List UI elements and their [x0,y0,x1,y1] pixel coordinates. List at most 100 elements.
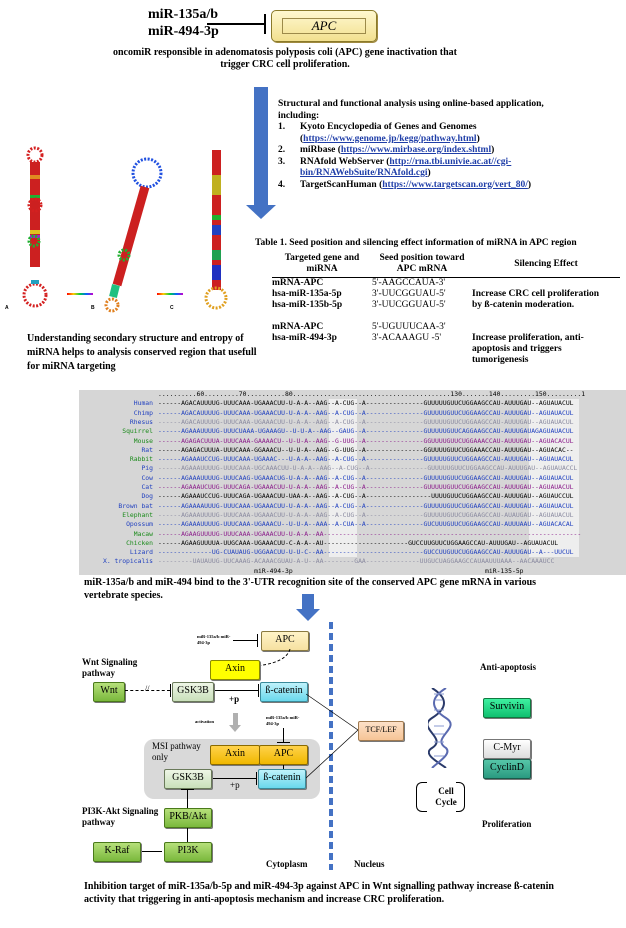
tool-item: 3.RNAfold WebServer (http://rna.tbi.univ… [278,156,512,179]
alignment-row: Human------AGACAUUUUG-UUUCAAA-UGAAACUU-U… [79,399,574,408]
gsk3b-box: GSK3B [172,682,214,702]
tcf-lef-box: TCF/LEF [358,721,404,741]
inhibit-bar-apc2 [277,742,290,743]
seed-highlight-135 [529,399,579,557]
sequence: ------AGAGACUUUA-UUUCAAA-GAAAACU--U-U-A-… [158,436,574,445]
cytoplasm-label: Cytoplasm [266,859,308,869]
cell-gene: mRNA-APC [272,322,324,332]
wnt-label: Wnt [100,685,118,696]
panel-label-b: B [91,305,95,311]
beta-catenin-label: ß-catenin [263,772,301,783]
alignment-row: Rat------AGAGACUUUA-UUUCAAA-GGAAACU--U-U… [79,446,573,455]
gsk3b-label: GSK3B [172,772,204,783]
wnt-gsk3b-dashed-line [125,690,170,691]
tool-num: 3. [278,156,286,167]
survivin-label: Survivin [489,701,525,712]
species-name: Cow [141,473,153,482]
axin-label: Axin [225,663,245,674]
inhibit-bar-catenin [258,684,259,697]
species-name: Pig [141,464,153,473]
pkb-akt-box: PKB/Akt [164,808,212,828]
cell-seed: 3'-ACAAAGU -5' [372,333,442,343]
inhibition-bar [264,14,266,34]
inhibit-bar-apc [257,634,258,647]
analysis-tools: Structural and functional analysis using… [278,99,578,191]
kraf-to-pi3k-line [142,851,162,852]
seed-table: Targeted gene and miRNA Seed position to… [272,253,620,366]
tool-num: 4. [278,179,286,190]
alignment-row: Rabbit ------AGAAAUCCUG-UUUCAAA-UGAAAC---… [79,455,574,464]
alignment-row: Elephant------AGAAAUUUUG-UUUCAAA-UGAAACU… [79,511,573,520]
down-arrow-head [246,205,276,219]
alignment-row: Pig------AGAAAUUUUG-UUUCAAA-UGCAAACUU-U-… [79,464,577,473]
table-header-row: Targeted gene and miRNA Seed position to… [272,253,620,278]
mirna-label-mid: miR-135a/b miR-494-3p [266,715,300,726]
species-name: Lizard [129,548,153,557]
beta-catenin-box-msi: ß-catenin [258,769,306,789]
species-name: Rabbit [129,455,153,464]
sequence: ------AGAAAUCCUG-UUUCAAA-UGAAAC---U-A-A-… [158,455,574,464]
tool-name: TargetScanHuman [300,179,377,190]
species-name: Dog [141,492,153,501]
axin-box: Axin [210,660,260,680]
pi3k-title: PI3K-Akt Signaling pathway [82,806,159,827]
alignment-row: Lizard --------------UG-CUAUAUG-UGGAACUU-… [79,548,574,557]
pi3k-label: PI3K [177,845,199,856]
sequence: --------------UG-CUAUAUG-UGGAACUU-U-U-C-… [158,548,574,557]
activation-label: activation [195,719,214,724]
nucleus-label: Nucleus [354,859,385,869]
sequence: ------AGAAAUCUUG-UUUCAGA-UGAAACUU-U-A-A-… [158,483,574,491]
cytoplasm-nucleus-divider [329,622,333,870]
plus-p-label-msi: +p [230,780,240,790]
sequence: ------AGAAAUUUUG-UUUCUAAA-UGAAAGU--U-U-A… [158,427,574,436]
inhibition-line [207,23,265,25]
tool-list: 1.Kyoto Encyclopedia of Genes and Genome… [278,122,578,191]
sequence: ------AGAAAUUUUG-UUUCAAA-UGAAACU--U-U-A-… [158,520,574,529]
rna-structure-b [104,157,163,313]
anti-apoptosis-label: Anti-apoptosis [480,662,537,672]
break-mark: // [145,684,150,693]
seed-highlight-494 [329,399,357,557]
alignment-row: miR-494-3p miR-135-5p [79,566,524,575]
cell-effect [472,278,620,290]
tool-link[interactable]: https://www.targetscan.org/vert_80/ [382,179,528,190]
species-name: Chimp [133,408,153,417]
cell-seed: 3'-UUCGGUAU-5' [372,300,446,310]
inhibit-line-apc2 [283,728,284,742]
sequence: ---------UAUAUUG-UUCAAAG-ACAAACGUAU-A-U-… [158,557,555,566]
activation-arrow-icon [233,713,238,725]
apc-catenin-link [283,765,284,770]
sequence: ------AGACAUUUUG-UUUCAAA-UGAAACUU-U-A-A-… [158,399,574,408]
apc-box-msi: APC [259,745,308,765]
catenin-to-tcf-lines [306,693,359,779]
mirna-494: miR-494-3p [148,24,219,39]
analysis-intro: Structural and functional analysis using… [278,99,544,121]
pi3k-to-pkb-line [187,828,188,844]
species-name: Cat [141,483,153,491]
alignment-row: Cat ------AGAAAUCUUG-UUUCAGA-UGAAACUU-U-A… [79,483,574,492]
sequence: ------AGAAGUUUUG-UUUCAAA-UGAAACUU-U-A-A-… [158,529,582,538]
mirna-labels: miR-135a/b miR-494-3p [148,6,219,40]
activation-arrow-head [229,725,241,732]
inhibit-bar-catenin-msi [256,772,257,785]
panel-label-a: A [5,305,9,311]
plus-p-label: +p [229,694,240,704]
gsk3b-to-catenin-line [215,690,258,691]
cell-seed: 5'-UGUUUCAA-3' [372,322,446,332]
kraf-label: K-Raf [104,845,130,856]
header-gene: Targeted gene and miRNA [272,253,372,278]
tool-link[interactable]: http://rna.tbi.univie.ac.at//cgi-bin/RNA… [300,156,512,179]
sequence: miR-494-3p miR-135-5p [158,566,524,575]
pkb-inhibit-line [187,789,188,811]
cyclin-d-box: CyclinD [483,759,531,779]
cell-cycle-bracket-left [416,782,427,812]
tool-link[interactable]: https://www.mirbase.org/index.shtml [340,145,492,155]
tool-link[interactable]: https://www.genome.jp/kegg/pathway.html [303,133,477,144]
alignment-row: Chimp------AGACAUUUUG-UUUCAAA-UGAAACUU-U… [79,409,574,418]
msi-label: MSI pathway only [152,741,201,762]
cell-effect: by ß-catenin moderation. [472,300,575,310]
cell-effect: Increase CRC cell proliferation [472,289,600,299]
